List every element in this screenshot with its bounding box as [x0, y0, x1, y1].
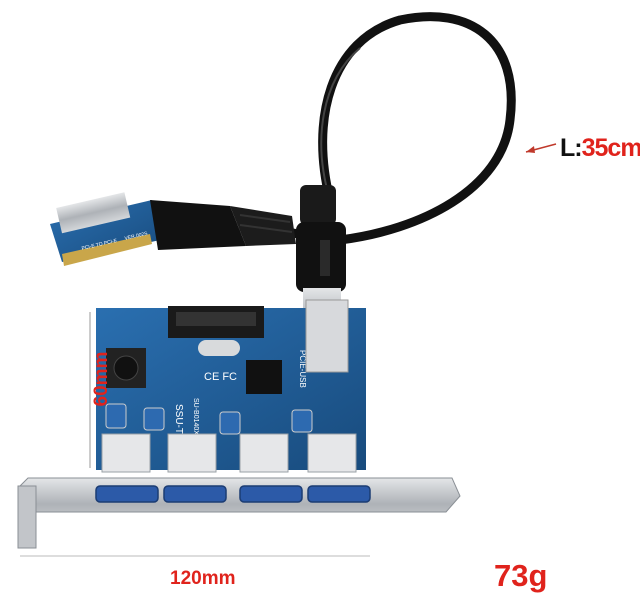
- weight-label: 73g: [494, 558, 548, 593]
- card-height-label: 60mm: [91, 351, 112, 407]
- pcb-brand: SSU-TEC: [173, 404, 184, 448]
- riser-adapter: PCI-E TO PCI-E VER.002S: [50, 192, 160, 266]
- pcb-marks: CE FC: [204, 371, 237, 383]
- card-width-label: 120mm: [170, 568, 236, 589]
- left-usb-plug: [150, 200, 296, 250]
- pcb-model: SU-B0140XV1: [192, 398, 199, 444]
- usb-cable: [239, 12, 516, 245]
- riser-version: VER.002S: [124, 231, 149, 242]
- pcie-card-pcb: SSU-TEC SU-B0140XV1 CE FC PCIE-USB: [96, 299, 366, 473]
- pcb-board-text: PCIE-USB: [298, 350, 307, 388]
- cable-length-label: L:35cm: [560, 134, 640, 162]
- pci-bracket: [17, 477, 461, 549]
